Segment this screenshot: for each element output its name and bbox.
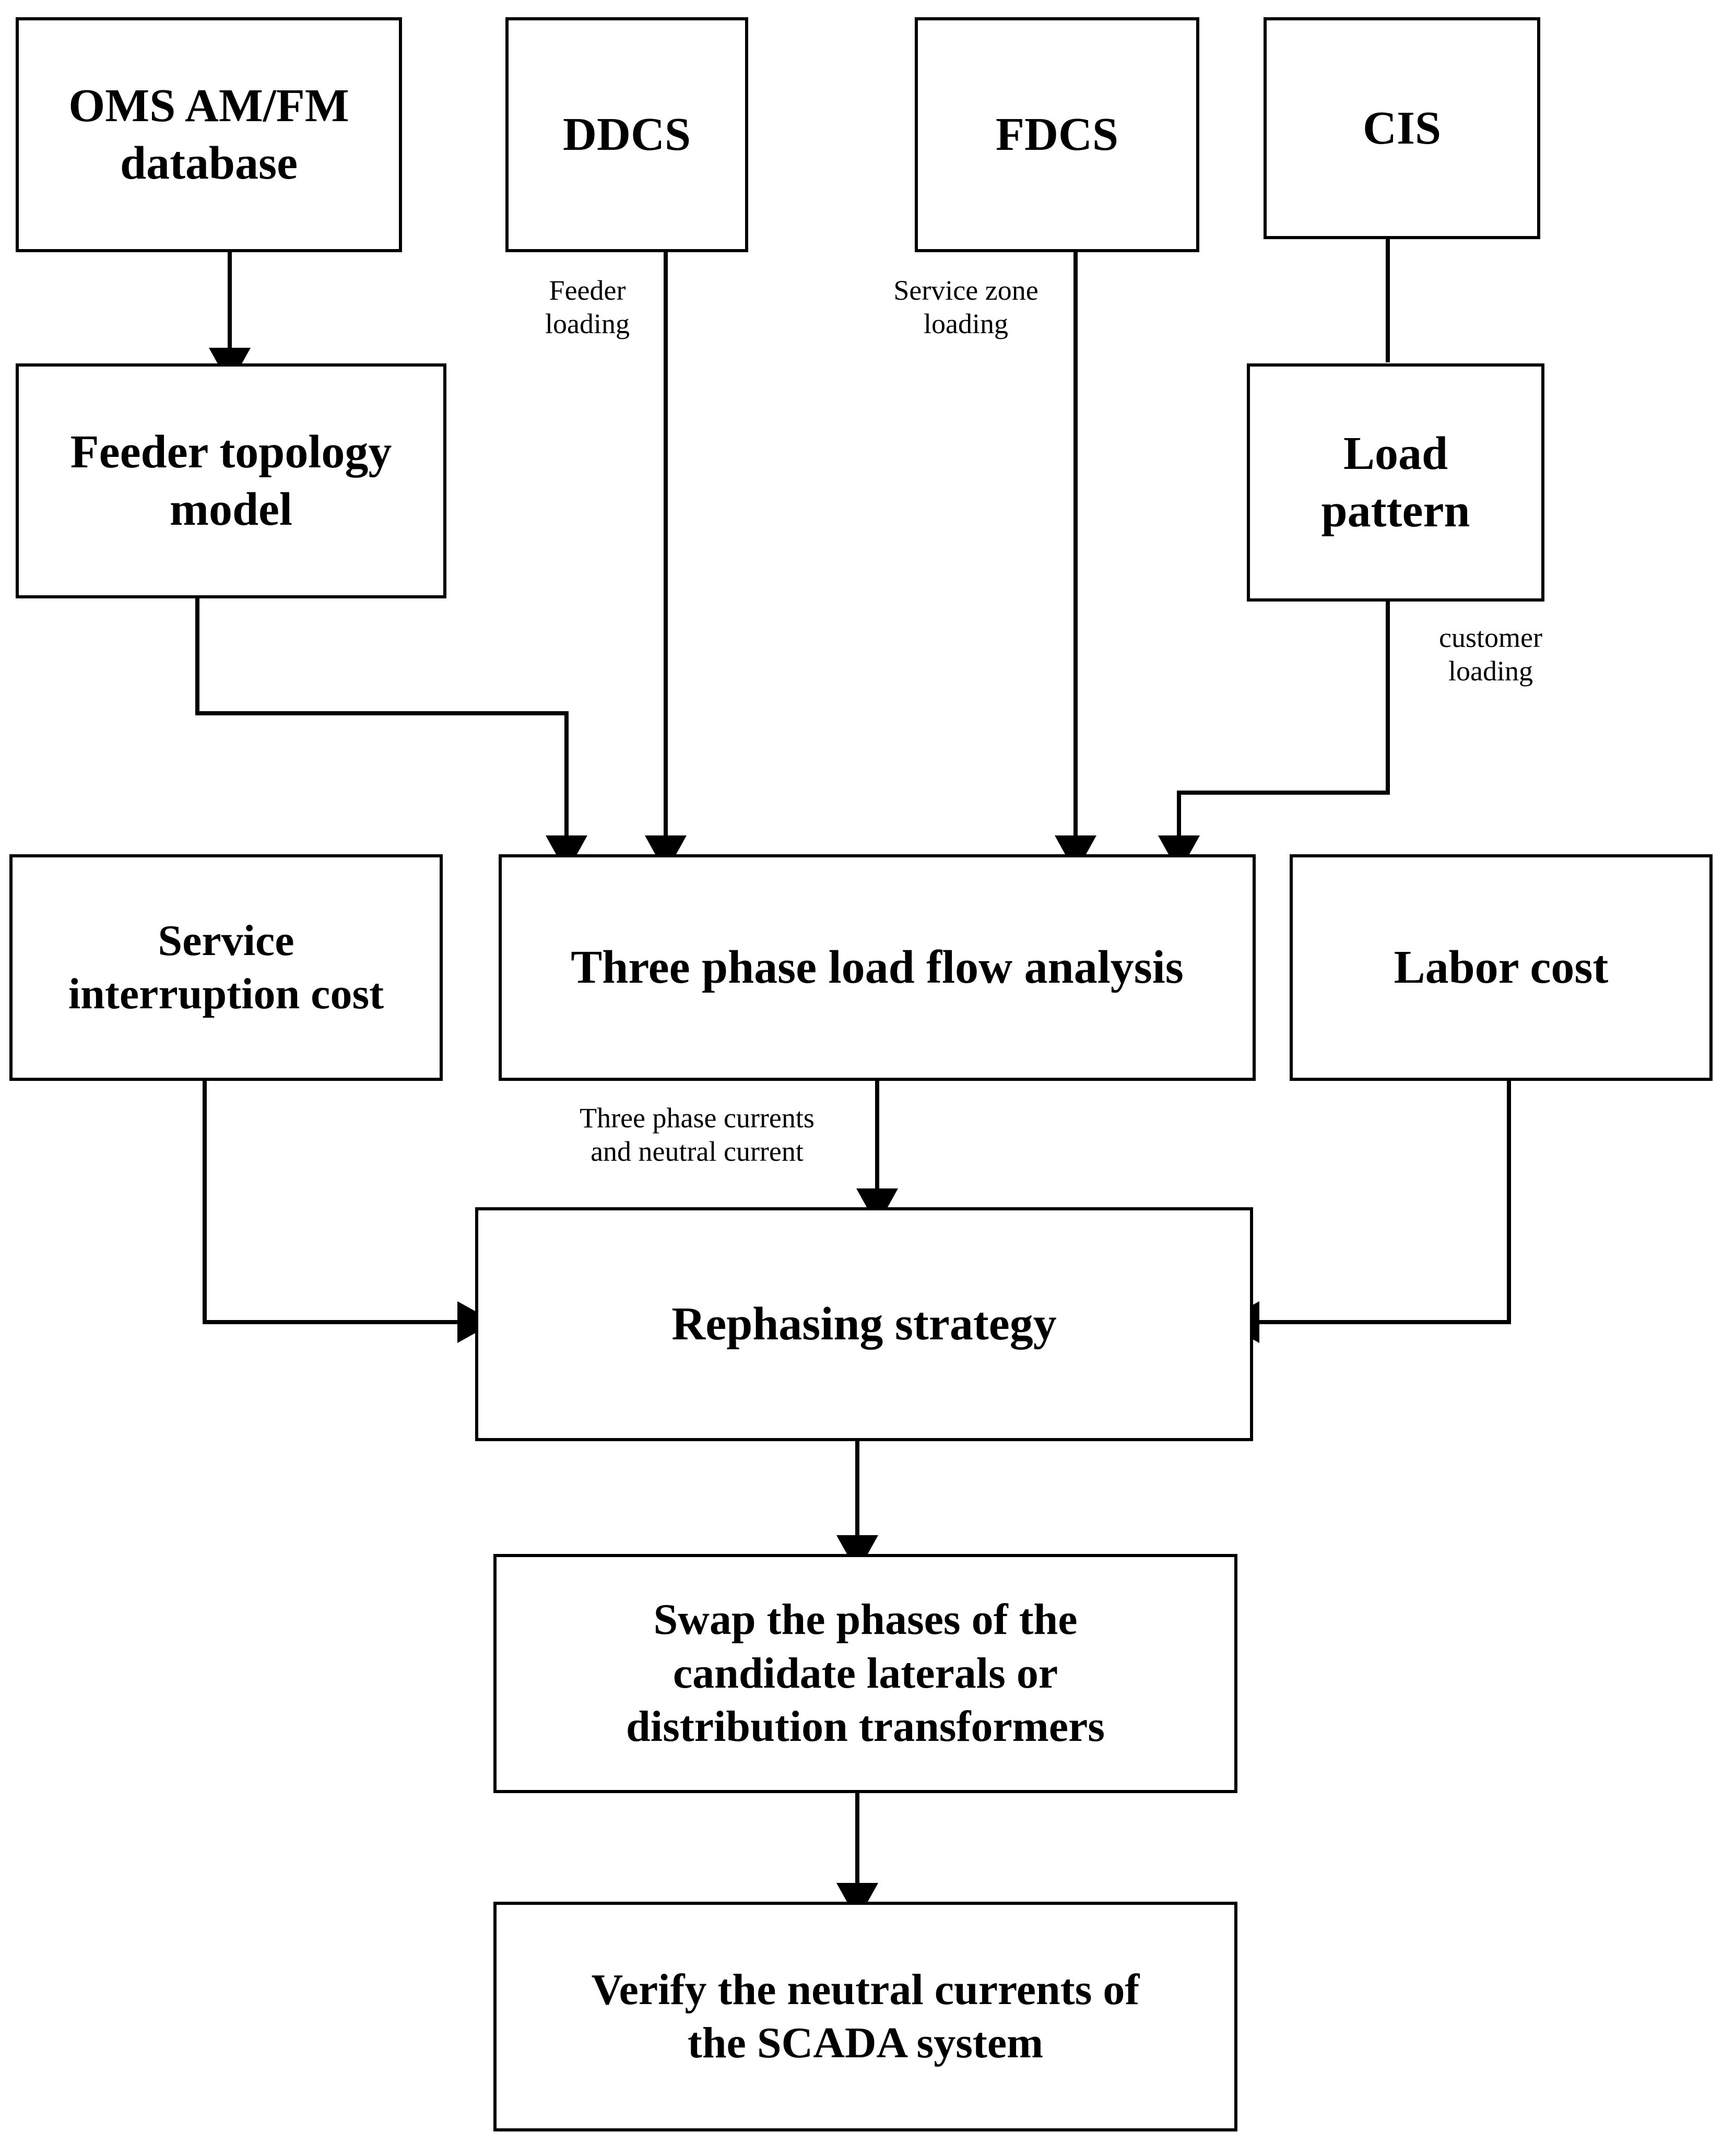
node-label-feeder-topology: Feeder topology model: [70, 426, 392, 535]
node-label-fdcs: FDCS: [995, 109, 1119, 161]
edge-label-feeder-loading: Feeder loading: [545, 275, 630, 339]
node-label-cis: CIS: [1362, 102, 1442, 154]
node-label-verify-neutral-currents: Verify the neutral currents of the SCADA…: [591, 1965, 1140, 2067]
edge-label-customer-loading: customer loading: [1439, 622, 1542, 687]
node-swap-phases[interactable]: Swap the phases of the candidate lateral…: [493, 1554, 1237, 1793]
node-labor-cost[interactable]: Labor cost: [1290, 854, 1713, 1081]
node-ddcs[interactable]: DDCS: [505, 17, 748, 252]
node-label-oms: OMS AM/FM database: [68, 80, 349, 189]
node-label-load-pattern: Load pattern: [1321, 428, 1470, 537]
node-oms-amfm-database[interactable]: OMS AM/FM database: [16, 17, 402, 252]
edge-loadpattern-to-tplf: [1158, 602, 1390, 873]
node-load-pattern[interactable]: Load pattern: [1247, 363, 1544, 602]
node-label-swap-phases: Swap the phases of the candidate lateral…: [626, 1595, 1105, 1751]
node-label-three-phase-load-flow: Three phase load flow analysis: [571, 941, 1184, 994]
node-fdcs[interactable]: FDCS: [915, 17, 1199, 252]
node-verify-neutral-currents[interactable]: Verify the neutral currents of the SCADA…: [493, 1902, 1237, 2131]
edge-sic-to-rephasing: [203, 1081, 495, 1343]
node-label-labor-cost: Labor cost: [1394, 941, 1609, 994]
node-label-ddcs: DDCS: [562, 109, 691, 161]
edge-label-service-zone-loading: Service zone loading: [893, 275, 1038, 339]
edge-label-three-phase-currents: Three phase currents and neutral current: [580, 1102, 815, 1167]
node-label-service-interruption-cost: Service interruption cost: [68, 916, 384, 1018]
node-three-phase-load-flow-analysis[interactable]: Three phase load flow analysis: [499, 854, 1256, 1081]
edge-feeder-to-tplf: [195, 598, 587, 873]
node-service-interruption-cost[interactable]: Service interruption cost: [9, 854, 443, 1081]
node-rephasing-strategy[interactable]: Rephasing strategy: [475, 1207, 1253, 1441]
node-feeder-topology-model[interactable]: Feeder topology model: [16, 363, 446, 598]
node-label-rephasing-strategy: Rephasing strategy: [671, 1298, 1057, 1350]
edge-labor-to-rephasing: [1222, 1081, 1511, 1343]
node-cis[interactable]: CIS: [1264, 17, 1540, 239]
